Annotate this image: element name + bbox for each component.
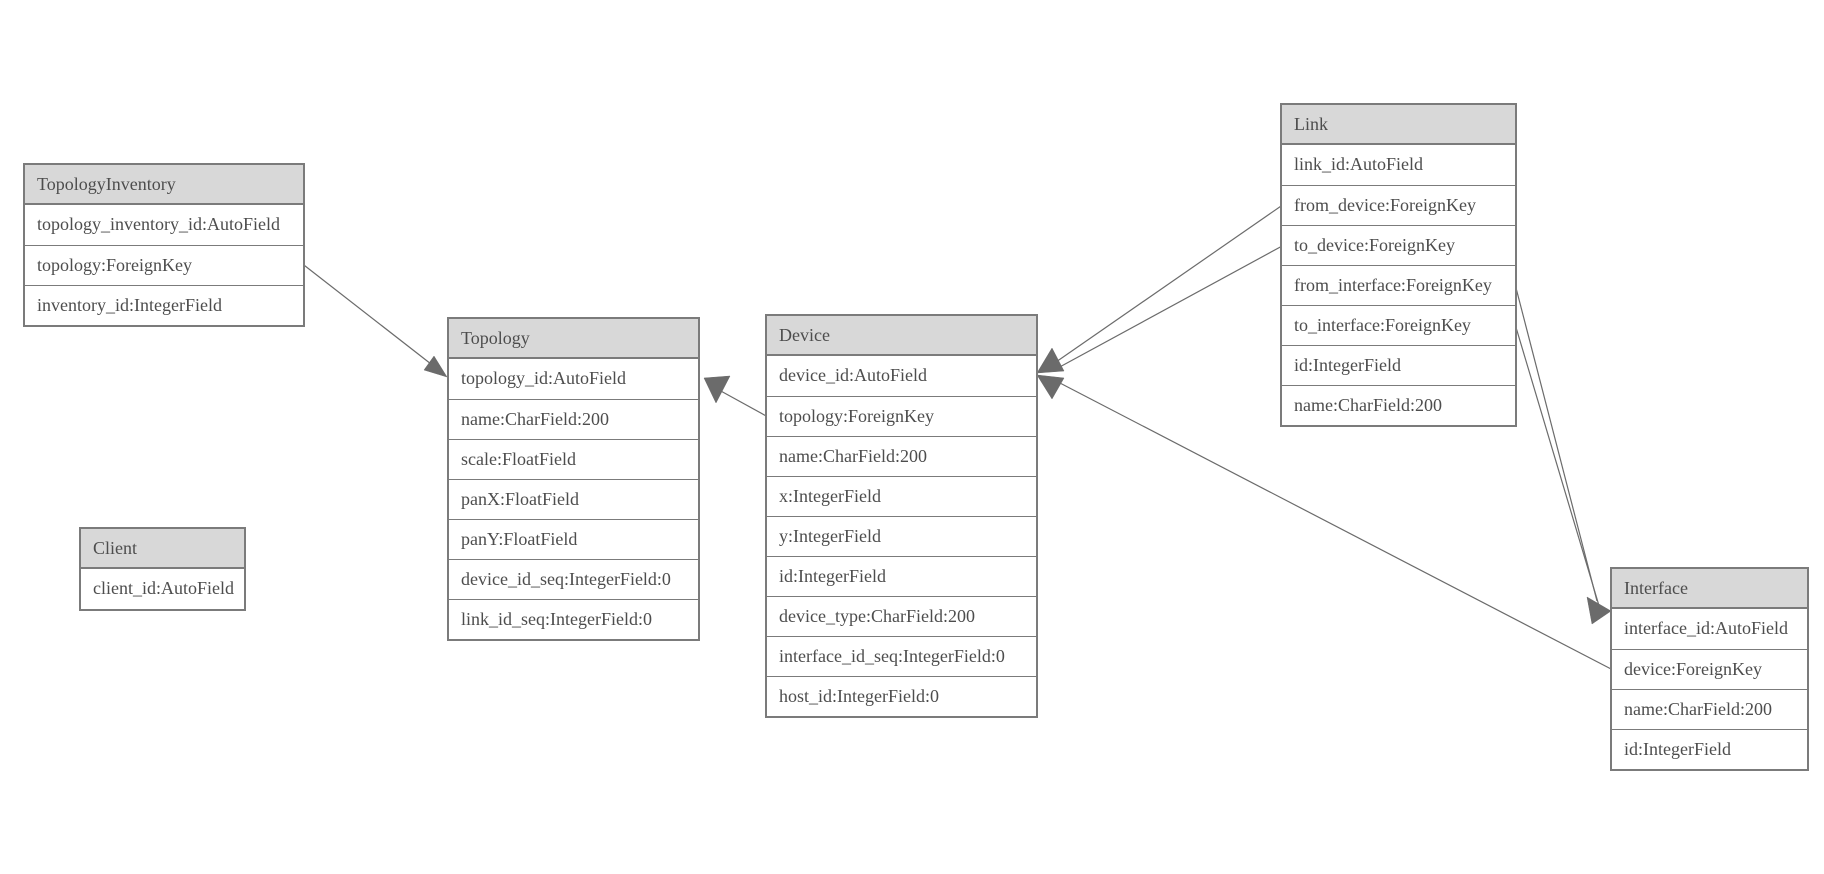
field-topology-1: name:CharField:200 <box>449 399 698 439</box>
entity-topology-inventory: TopologyInventory topology_inventory_id:… <box>23 163 305 327</box>
field-link-6: name:CharField:200 <box>1282 385 1515 425</box>
entity-device: Device device_id:AutoField topology:Fore… <box>765 314 1038 718</box>
field-interface-0: interface_id:AutoField <box>1612 609 1807 649</box>
field-client-0: client_id:AutoField <box>81 569 244 609</box>
entity-link-title: Link <box>1282 105 1515 145</box>
entity-link: Link link_id:AutoField from_device:Forei… <box>1280 103 1517 427</box>
field-topology-inventory-0: topology_inventory_id:AutoField <box>25 205 303 245</box>
field-topology-6: link_id_seq:IntegerField:0 <box>449 599 698 639</box>
field-device-4: y:IntegerField <box>767 516 1036 556</box>
field-link-1: from_device:ForeignKey <box>1282 185 1515 225</box>
edge-link-fromdevice-device-line <box>1055 203 1285 363</box>
entity-interface: Interface interface_id:AutoField device:… <box>1610 567 1809 771</box>
edge-link-device-arrowhead <box>1036 347 1065 374</box>
edge-link-interface-arrowhead <box>1586 596 1612 625</box>
entity-client-title: Client <box>81 529 244 569</box>
edge-interface-device-arrowhead <box>1036 374 1065 400</box>
field-device-7: interface_id_seq:IntegerField:0 <box>767 636 1036 676</box>
edge-link-todevice-device-line <box>1055 244 1285 370</box>
edge-link-tointerface-interface-line <box>1514 323 1601 610</box>
field-topology-inventory-1: topology:ForeignKey <box>25 245 303 285</box>
field-device-2: name:CharField:200 <box>767 436 1036 476</box>
field-link-4: to_interface:ForeignKey <box>1282 305 1515 345</box>
edge-device-topology-arrowhead <box>703 375 731 404</box>
field-device-0: device_id:AutoField <box>767 356 1036 396</box>
edge-device-topology-line <box>718 389 769 418</box>
field-topology-3: panX:FloatField <box>449 479 698 519</box>
entity-device-title: Device <box>767 316 1036 356</box>
edge-topologyinventory-topology-arrowhead <box>423 355 448 378</box>
edge-interface-device-line <box>1057 381 1614 671</box>
entity-topology: Topology topology_id:AutoField name:Char… <box>447 317 700 641</box>
field-device-3: x:IntegerField <box>767 476 1036 516</box>
field-topology-4: panY:FloatField <box>449 519 698 559</box>
field-interface-2: name:CharField:200 <box>1612 689 1807 729</box>
entity-client: Client client_id:AutoField <box>79 527 246 611</box>
field-topology-inventory-2: inventory_id:IntegerField <box>25 285 303 325</box>
field-topology-5: device_id_seq:IntegerField:0 <box>449 559 698 599</box>
entity-topology-inventory-title: TopologyInventory <box>25 165 303 205</box>
field-topology-0: topology_id:AutoField <box>449 359 698 399</box>
field-device-8: host_id:IntegerField:0 <box>767 676 1036 716</box>
field-interface-3: id:IntegerField <box>1612 729 1807 769</box>
field-link-3: from_interface:ForeignKey <box>1282 265 1515 305</box>
field-device-1: topology:ForeignKey <box>767 396 1036 436</box>
edge-link-frominterface-interface-line <box>1514 283 1598 602</box>
field-link-0: link_id:AutoField <box>1282 145 1515 185</box>
field-topology-2: scale:FloatField <box>449 439 698 479</box>
field-link-5: id:IntegerField <box>1282 345 1515 385</box>
field-link-2: to_device:ForeignKey <box>1282 225 1515 265</box>
field-interface-1: device:ForeignKey <box>1612 649 1807 689</box>
edge-topologyinventory-topology-line <box>299 261 432 365</box>
field-device-6: device_type:CharField:200 <box>767 596 1036 636</box>
entity-topology-title: Topology <box>449 319 698 359</box>
field-device-5: id:IntegerField <box>767 556 1036 596</box>
entity-interface-title: Interface <box>1612 569 1807 609</box>
